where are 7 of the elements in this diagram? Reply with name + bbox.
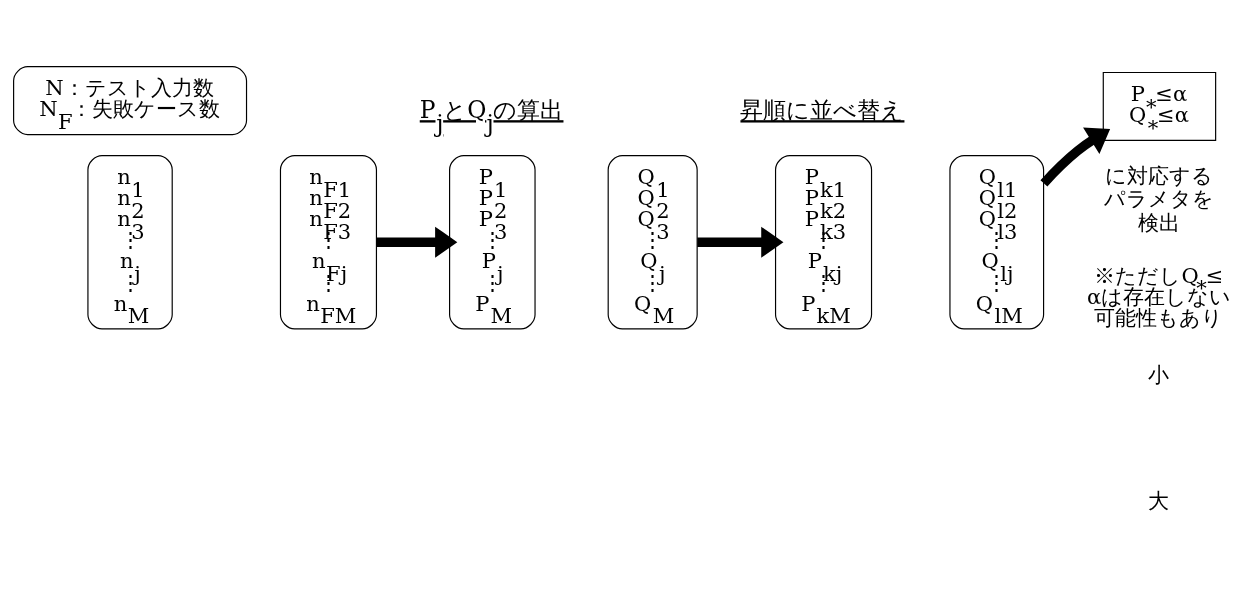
arrow [376,226,458,258]
label: 小 [1148,361,1170,387]
node-label: に対応するパラメタを検出 [1104,162,1215,235]
arrow [697,226,784,258]
label: 大 [1148,487,1170,513]
arrow [1040,127,1111,186]
label: 昇順に並べ替え [740,95,905,124]
